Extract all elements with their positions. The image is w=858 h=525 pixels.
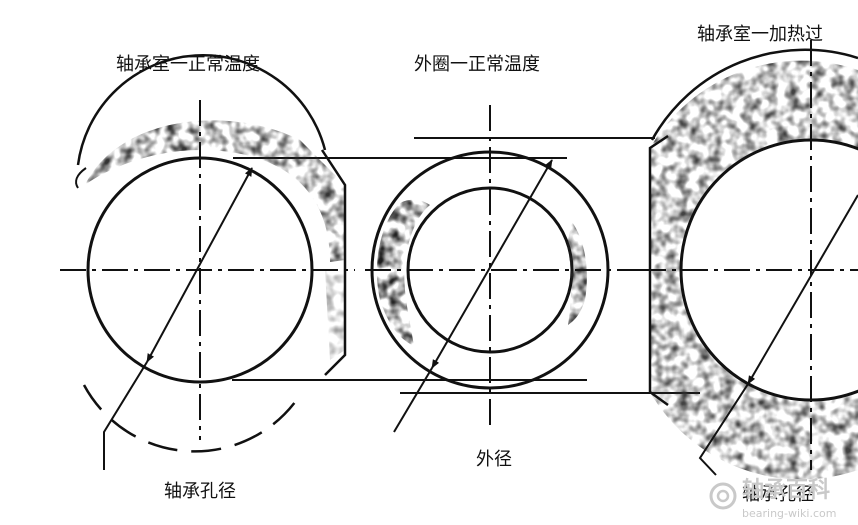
bore-leader-left [103, 361, 148, 470]
label-outer-ring-normal: 外圈一正常温度 [414, 54, 540, 75]
label-outer-diameter: 外径 [476, 449, 512, 470]
housing-outer-arc-lower [82, 384, 300, 453]
outer-diameter-leader [393, 367, 433, 433]
label-bore-left: 轴承孔径 [164, 481, 236, 502]
watermark-logo-icon [709, 482, 737, 510]
outer-ring-normal-figure [365, 105, 640, 433]
housing-shading-lower [325, 270, 345, 360]
label-housing-heated: 轴承室一加热过 [697, 24, 823, 45]
watermark: 轴承百科 bearing-wiki.com [708, 478, 858, 525]
bore-diameter-arrow-left [146, 167, 253, 363]
heated-housing-outer-arc [650, 48, 858, 141]
watermark-url: bearing-wiki.com [742, 507, 837, 520]
housing-outer-arc [76, 54, 327, 166]
housing-heated-figure [640, 40, 858, 480]
corner-mark [75, 167, 87, 189]
watermark-logo-text: 轴承百科 [742, 478, 831, 503]
bore-leader-right [698, 383, 749, 476]
outer-diameter-arrow [431, 159, 553, 369]
housing-normal-figure [60, 54, 355, 470]
label-bore-right: 轴承孔径 [742, 484, 814, 505]
outer-ring-shading-right [567, 222, 587, 325]
label-housing-normal: 轴承室一正常温度 [116, 54, 260, 75]
heated-housing-shading [650, 60, 858, 480]
outer-ring-shading-left [376, 199, 430, 346]
bore-diameter-arrow-right [747, 194, 858, 385]
housing-shading [85, 120, 345, 263]
